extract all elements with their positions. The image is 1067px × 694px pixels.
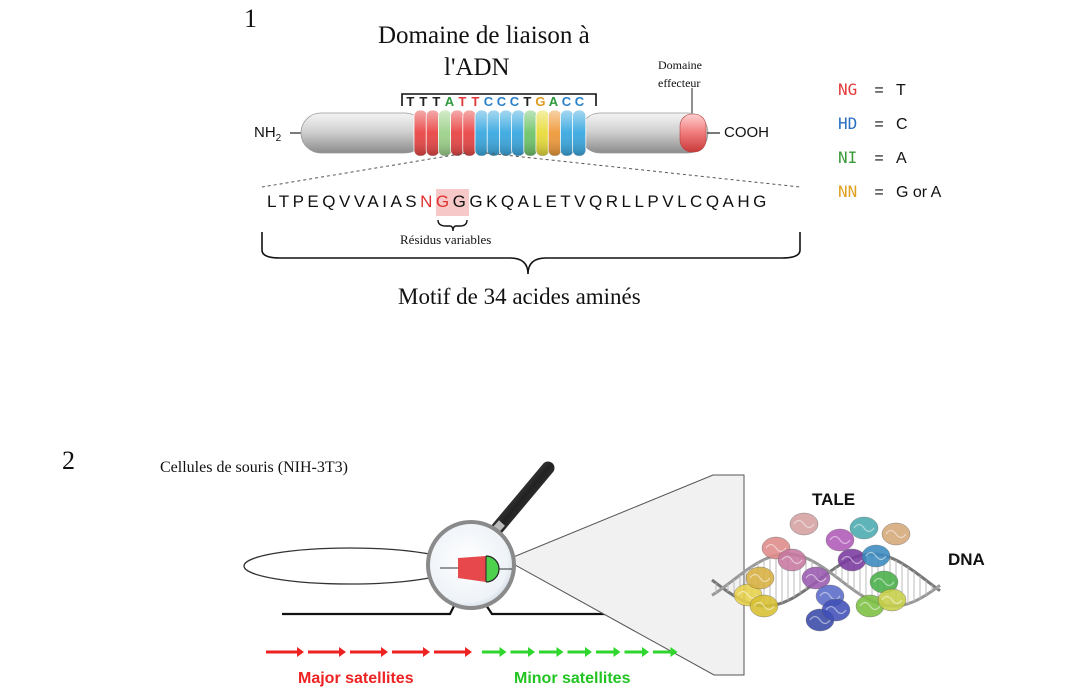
minor-satellites-label: Minor satellites — [514, 670, 631, 687]
effector-domain-label: Domaine — [658, 58, 702, 72]
dna-base: C — [574, 94, 585, 109]
legend-equals: = — [874, 150, 884, 167]
legend-base: C — [896, 116, 908, 133]
dna-base: A — [548, 94, 559, 109]
legend-rvd-code: NN — [838, 182, 858, 201]
tale-label: TALE — [812, 490, 856, 509]
dna-base: G — [535, 94, 546, 109]
cooh-label: COOH — [724, 124, 769, 141]
legend-equals: = — [874, 116, 884, 133]
figure-1-number: 1 — [244, 4, 257, 33]
repeat-bracket — [401, 93, 597, 106]
repeat-amino-acid-sequence: LTPEQVVAIASNGGGKQALETVQRLLPVLCQAHG — [267, 192, 770, 212]
effector-domain-label-line2: effecteur — [658, 76, 701, 90]
legend-equals: = — [874, 184, 884, 201]
legend-base: G or A — [896, 184, 942, 201]
dna-base: T — [523, 94, 532, 109]
nh2-label: NH2 — [254, 124, 282, 144]
dna-base: C — [496, 94, 507, 109]
legend-rvd-code: NI — [838, 148, 858, 167]
legend-row: NG = T — [838, 80, 906, 100]
legend-row: NN = G or A — [838, 182, 941, 202]
legend-rvd-code: HD — [838, 114, 858, 133]
dna-base: A — [444, 94, 455, 109]
cell-line-caption: Cellules de souris (NIH-3T3) — [160, 459, 348, 476]
dna-base: C — [509, 94, 520, 109]
dna-base: T — [419, 94, 428, 109]
major-satellite-arrows — [266, 647, 472, 657]
minor-satellite-arrows — [482, 647, 678, 657]
motif-caption: Motif de 34 acides aminés — [398, 284, 641, 309]
dna-base: T — [471, 94, 480, 109]
aa-before: LTPEQVVAIAS — [267, 192, 421, 211]
dna-base: T — [432, 94, 441, 109]
major-satellites-label: Major satellites — [298, 670, 414, 687]
variable-residues-label: Résidus variables — [400, 232, 492, 247]
dna-base: C — [483, 94, 494, 109]
tale-protein-structure — [733, 512, 911, 632]
dna-base: T — [406, 94, 415, 109]
dna-binding-domain-title-line2: l'ADN — [444, 54, 510, 81]
figure-2-number: 2 — [62, 446, 75, 475]
legend-row: HD = C — [838, 114, 908, 134]
dna-base: T — [458, 94, 467, 109]
dna-label: DNA — [948, 550, 985, 569]
legend-row: NI = A — [838, 148, 907, 168]
dna-binding-domain-title: Domaine de liaison à — [378, 22, 590, 49]
chromosome-arm — [243, 547, 457, 585]
magnifier-handle — [489, 461, 555, 537]
legend-rvd-code: NG — [838, 80, 858, 99]
aa-after: GGKQALETVQRLLPVLCQAHG — [452, 192, 770, 211]
variable-residue-highlight — [436, 189, 469, 216]
effector-domain — [679, 113, 707, 153]
n-terminal-domain — [300, 112, 426, 154]
legend-base: T — [896, 82, 906, 99]
dna-base: C — [561, 94, 572, 109]
legend-base: A — [896, 150, 907, 167]
motif-brace — [261, 232, 801, 275]
legend-equals: = — [874, 82, 884, 99]
aa-variable-residues: NG — [420, 192, 453, 211]
repeat-units — [413, 109, 587, 157]
